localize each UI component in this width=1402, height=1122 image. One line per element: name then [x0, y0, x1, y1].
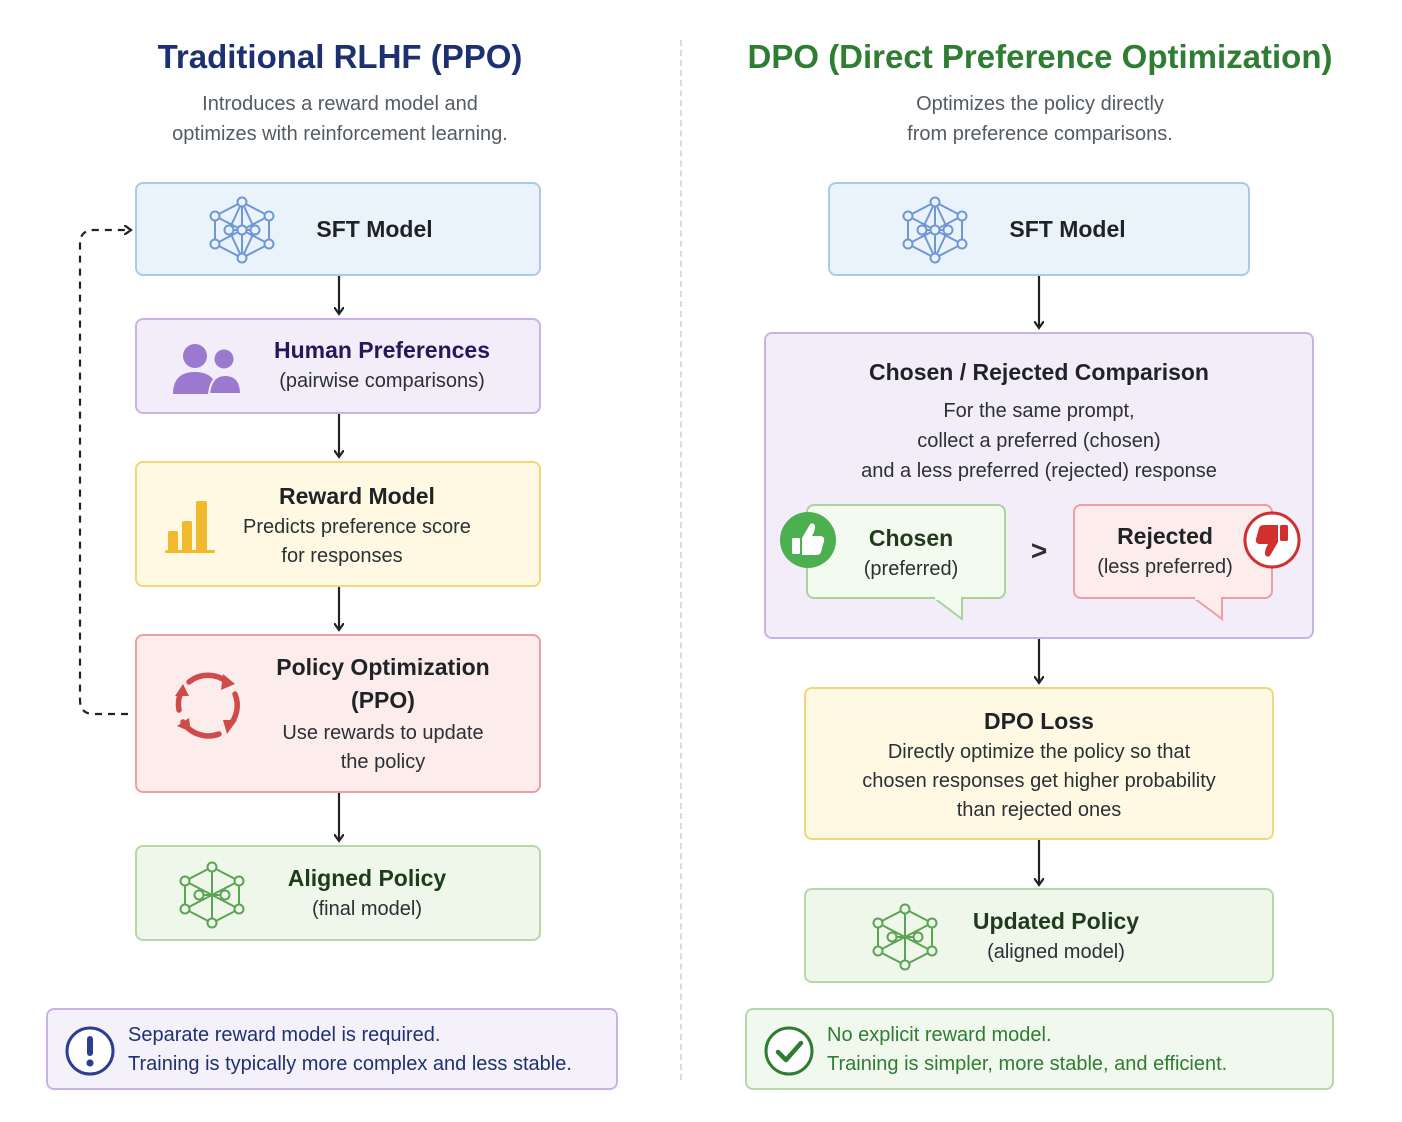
- chosen-bubble: Chosen (preferred): [806, 504, 1006, 599]
- neural-network-icon: [209, 196, 275, 264]
- left-subtitle-line1: Introduces a reward model and: [202, 93, 478, 115]
- right-subtitle-line1: Optimizes the policy directly: [916, 93, 1164, 115]
- people-icon: [173, 342, 243, 396]
- policy-optimization-text: Policy Optimization (PPO) Use rewards to…: [257, 651, 509, 777]
- policy-optimization-title-line1: Policy Optimization: [276, 654, 490, 680]
- cycle-arrows-icon: [171, 668, 245, 742]
- right-subtitle-line2: from preference comparisons.: [907, 123, 1173, 145]
- dpo-loss-line2: chosen responses get higher probability: [862, 770, 1216, 792]
- chosen-bubble-tail: [933, 596, 963, 621]
- left-note-line2: Training is typically more complex and l…: [128, 1053, 572, 1075]
- neural-network-icon: [872, 903, 938, 971]
- right-sft-model-box: SFT Model: [828, 182, 1250, 276]
- policy-optimization-line2: the policy: [340, 751, 426, 773]
- updated-policy-subtext: (aligned model): [987, 941, 1125, 963]
- human-preferences-box: Human Preferences (pairwise comparisons): [135, 318, 541, 414]
- rejected-subtext: (less preferred): [1097, 556, 1233, 578]
- human-preferences-subtext: (pairwise comparisons): [279, 370, 485, 392]
- dpo-loss-box: DPO Loss Directly optimize the policy so…: [804, 687, 1274, 840]
- aligned-policy-box: Aligned Policy (final model): [135, 845, 541, 941]
- comparison-text: Chosen / Rejected Comparison For the sam…: [766, 356, 1312, 486]
- right-note-text: No explicit reward model. Training is si…: [827, 1021, 1322, 1079]
- rejected-title: Rejected: [1117, 523, 1213, 549]
- left-subtitle-line2: optimizes with reinforcement learning.: [172, 123, 508, 145]
- comparison-line1: For the same prompt,: [943, 400, 1135, 422]
- right-note-box: No explicit reward model. Training is si…: [745, 1008, 1334, 1090]
- neural-network-icon: [902, 196, 968, 264]
- human-preferences-text: Human Preferences (pairwise comparisons): [257, 334, 507, 396]
- rejected-bubble: Rejected (less preferred): [1073, 504, 1273, 599]
- rejected-bubble-tail: [1193, 596, 1223, 621]
- checkmark-icon: [763, 1025, 815, 1077]
- left-sft-model-box: SFT Model: [135, 182, 541, 276]
- policy-optimization-line1: Use rewards to update: [282, 722, 484, 744]
- comparison-line3: and a less preferred (rejected) response: [861, 460, 1217, 482]
- dpo-loss-text: DPO Loss Directly optimize the policy so…: [806, 705, 1272, 825]
- reward-model-box: Reward Model Predicts preference score f…: [135, 461, 541, 587]
- left-subtitle: Introduces a reward model and optimizes …: [60, 89, 620, 149]
- dpo-loss-line1: Directly optimize the policy so that: [887, 741, 1191, 763]
- policy-optimization-box: Policy Optimization (PPO) Use rewards to…: [135, 634, 541, 793]
- left-title: Traditional RLHF (PPO): [157, 38, 523, 75]
- updated-policy-text: Updated Policy (aligned model): [956, 905, 1156, 967]
- greater-than-symbol: >: [1030, 535, 1048, 566]
- chosen-text: Chosen (preferred): [828, 522, 994, 584]
- feedback-loop-arrow: [78, 230, 130, 716]
- neural-network-icon: [179, 861, 245, 929]
- chosen-title: Chosen: [868, 525, 954, 551]
- policy-optimization-title-line2: (PPO): [351, 687, 415, 713]
- thumbs-up-icon: [778, 510, 838, 570]
- reward-model-text: Reward Model Predicts preference score f…: [225, 480, 489, 571]
- reward-model-line2: for responses: [281, 545, 403, 567]
- right-title: DPO (Direct Preference Optimization): [747, 38, 1333, 75]
- comparison-title: Chosen / Rejected Comparison: [869, 359, 1209, 385]
- reward-model-line1: Predicts preference score: [243, 516, 471, 538]
- dpo-loss-title: DPO Loss: [984, 708, 1094, 734]
- updated-policy-box: Updated Policy (aligned model): [804, 888, 1274, 983]
- right-note-line2: Training is simpler, more stable, and ef…: [827, 1053, 1228, 1075]
- left-note-text: Separate reward model is required. Train…: [128, 1021, 608, 1079]
- aligned-policy-text: Aligned Policy (final model): [267, 862, 467, 924]
- chosen-subtext: (preferred): [863, 558, 959, 580]
- dpo-loss-line3: than rejected ones: [956, 799, 1122, 821]
- thumbs-down-icon: [1242, 510, 1302, 570]
- comparison-line2: collect a preferred (chosen): [917, 430, 1161, 452]
- bar-chart-icon: [165, 497, 219, 555]
- aligned-policy-title: Aligned Policy: [287, 865, 447, 891]
- left-sft-model-title: SFT Model: [316, 216, 433, 242]
- right-note-line1: No explicit reward model.: [827, 1024, 1052, 1046]
- rejected-text: Rejected (less preferred): [1079, 520, 1251, 582]
- column-divider: [680, 40, 682, 1080]
- updated-policy-title: Updated Policy: [972, 908, 1140, 934]
- left-note-box: Separate reward model is required. Train…: [46, 1008, 618, 1090]
- reward-model-title: Reward Model: [279, 483, 435, 509]
- human-preferences-title: Human Preferences: [273, 337, 491, 363]
- comparison-box: Chosen / Rejected Comparison For the sam…: [764, 332, 1314, 639]
- left-note-line1: Separate reward model is required.: [128, 1024, 441, 1046]
- right-subtitle: Optimizes the policy directly from prefe…: [740, 89, 1340, 149]
- exclamation-icon: [64, 1025, 116, 1077]
- aligned-policy-subtext: (final model): [311, 898, 423, 920]
- right-sft-model-title: SFT Model: [1009, 216, 1126, 242]
